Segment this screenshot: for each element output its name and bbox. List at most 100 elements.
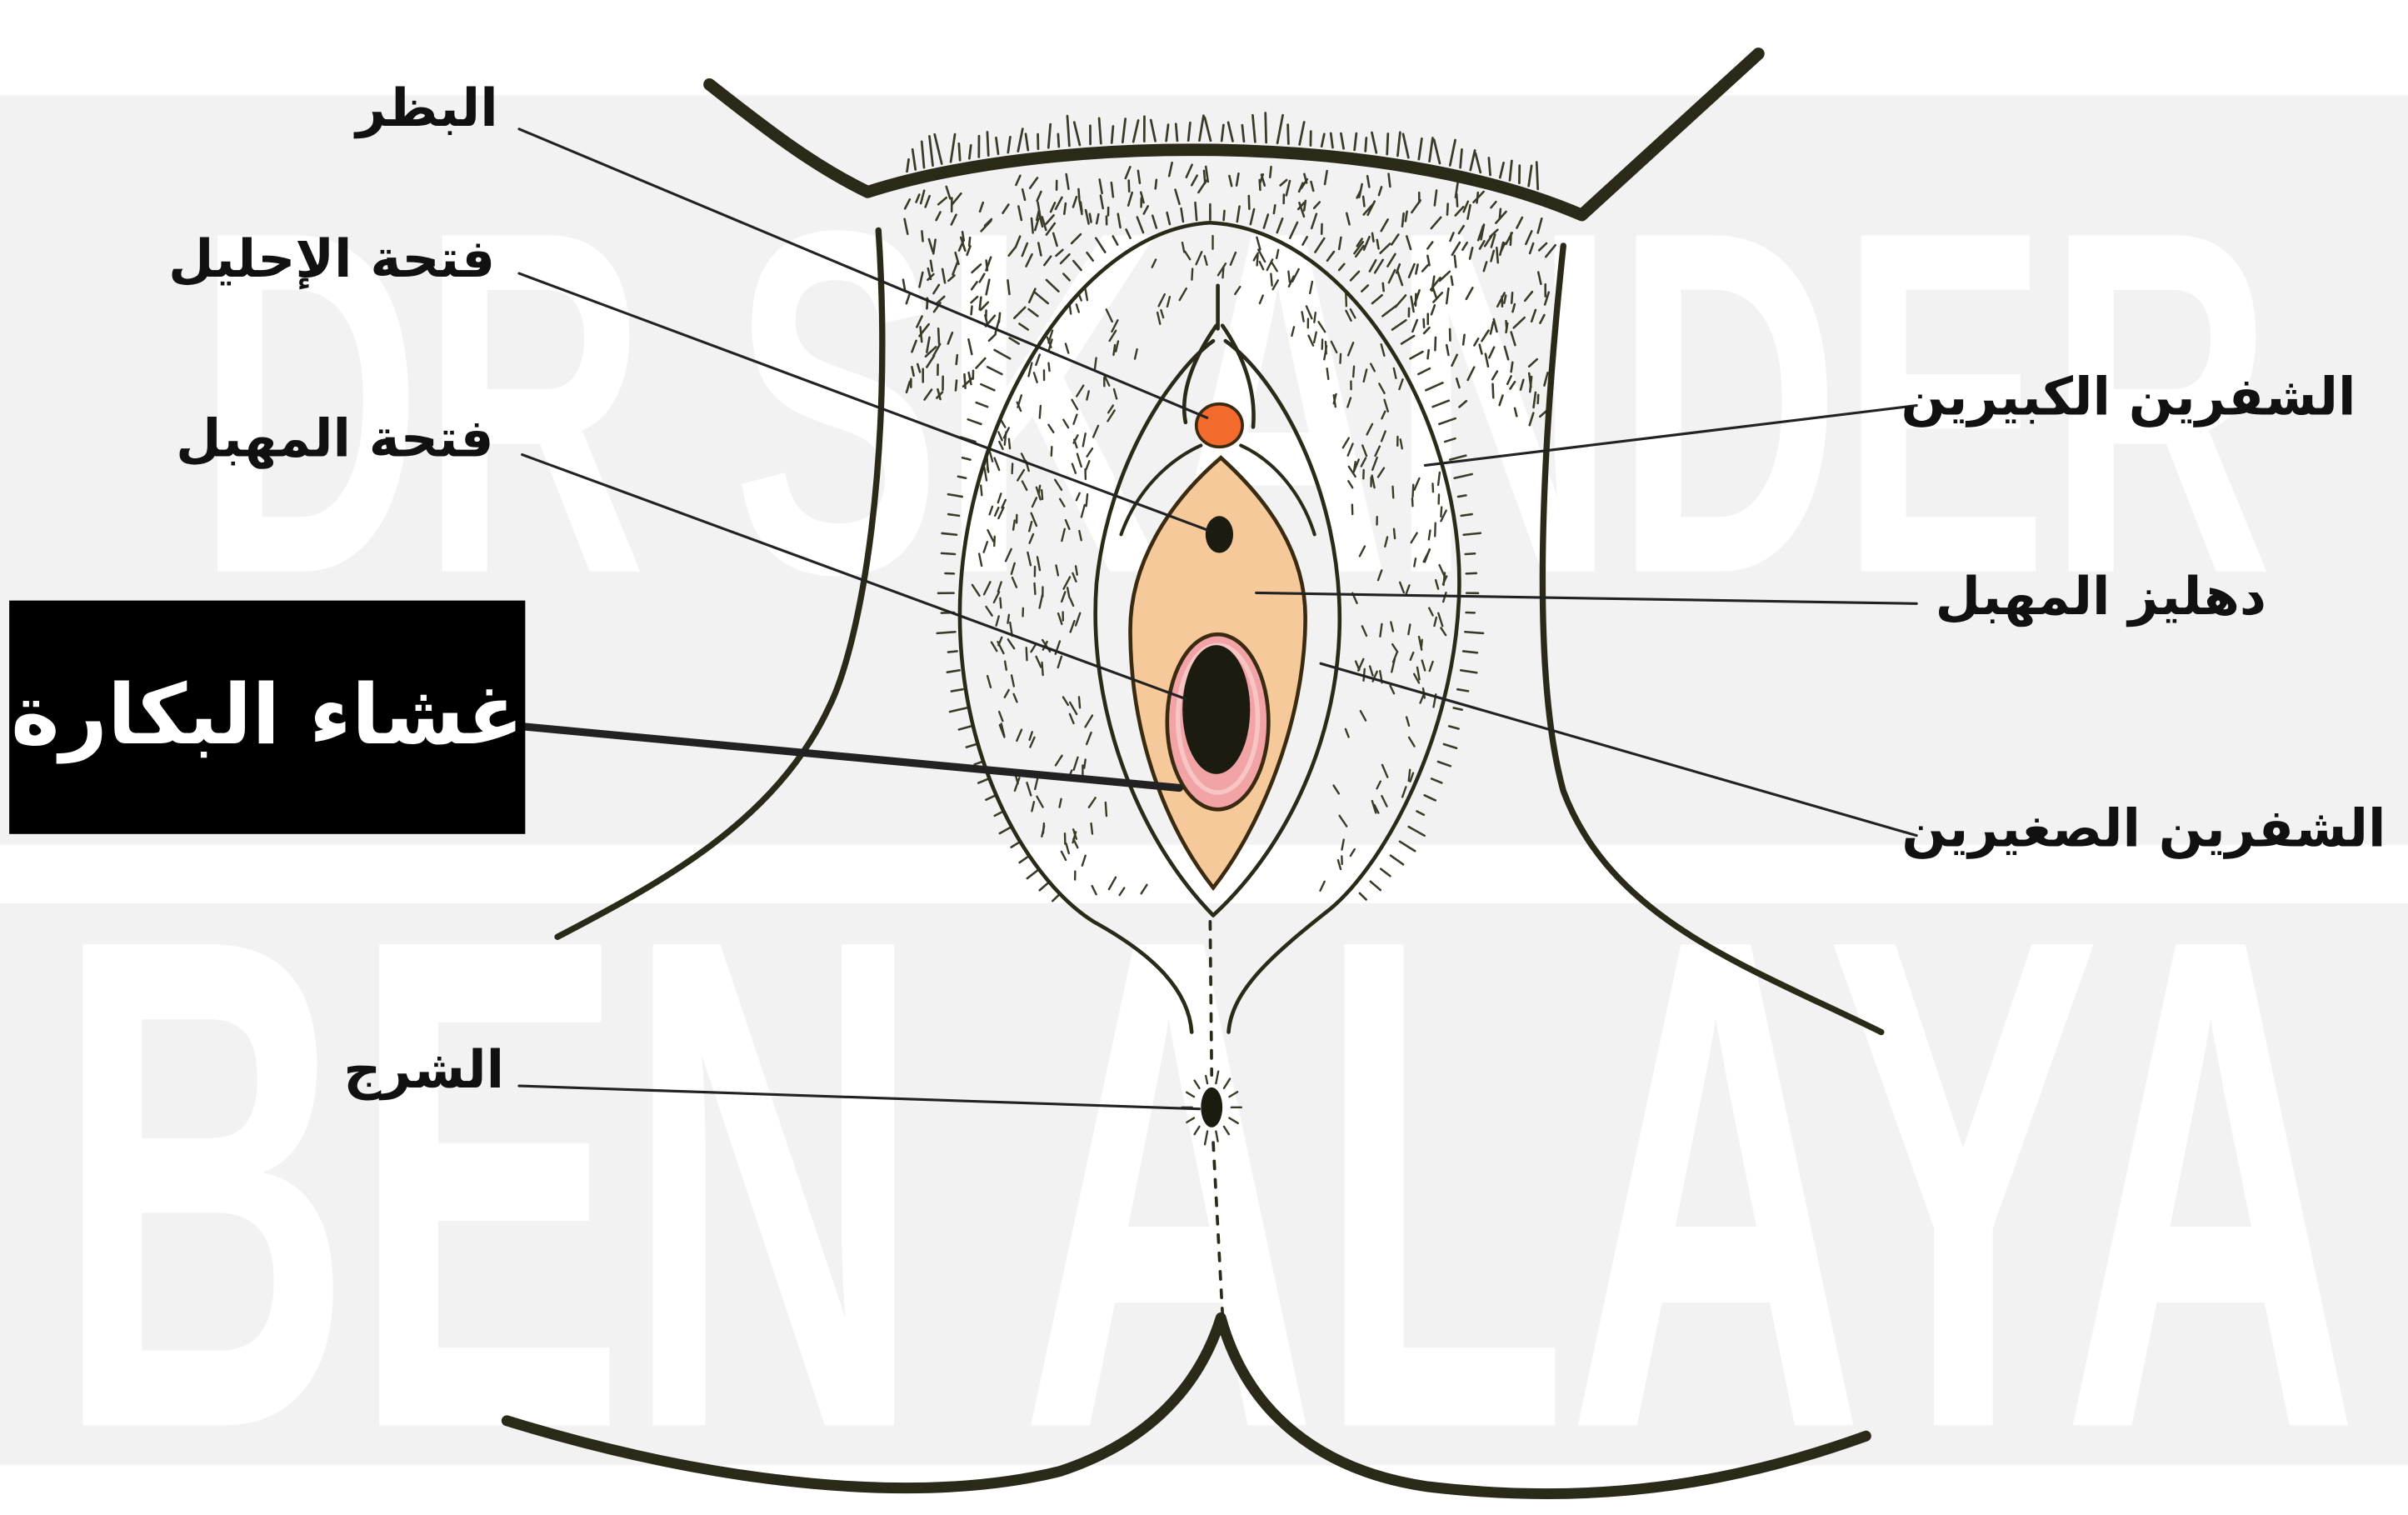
clitoral-hood-right	[1220, 323, 1256, 429]
hair-stroke	[1391, 652, 1398, 663]
hair-stroke	[940, 552, 957, 556]
label-anus: الشرج	[343, 1039, 504, 1100]
hair-stroke	[1298, 201, 1306, 218]
hair-stroke	[1337, 262, 1346, 272]
hair-stroke	[1094, 237, 1107, 253]
hair-stroke	[1510, 331, 1516, 347]
hair-stroke	[1431, 482, 1435, 493]
hair-stroke	[1544, 243, 1556, 258]
hair-stroke	[1492, 318, 1498, 333]
hair-stroke	[1247, 194, 1251, 210]
hair-stroke	[1380, 430, 1386, 442]
hair-stroke	[1049, 201, 1057, 213]
hair-stroke	[1413, 477, 1421, 491]
hair-stroke	[1509, 380, 1516, 390]
hair-stroke	[927, 272, 935, 282]
hair-stroke	[1072, 121, 1082, 147]
hair-stroke	[1226, 121, 1234, 142]
hair-stroke	[1451, 353, 1459, 368]
hair-stroke	[1010, 674, 1016, 688]
hair-stroke	[1498, 208, 1502, 220]
hair-stroke	[979, 301, 990, 312]
hair-stroke	[1001, 498, 1007, 509]
hair-stroke	[1426, 348, 1430, 360]
hair-stroke	[1065, 842, 1071, 855]
hair-stroke	[1361, 444, 1368, 458]
hair-stroke	[980, 382, 996, 392]
hair-stroke	[1381, 795, 1388, 808]
hair-stroke	[1422, 318, 1426, 329]
hair-stroke	[1396, 270, 1404, 287]
hair-stroke	[941, 268, 947, 284]
hair-stroke	[1347, 465, 1356, 478]
hair-stroke	[1405, 716, 1411, 728]
hair-stroke	[1438, 270, 1451, 282]
hair-stroke	[1077, 696, 1082, 709]
hair-stroke	[1389, 854, 1405, 866]
hair-stroke	[1071, 462, 1077, 474]
label-labia-majora: الشفرين الكبيرين	[1901, 367, 2356, 428]
hair-stroke	[997, 710, 1004, 722]
hair-stroke	[1511, 302, 1516, 313]
perineal-raphe-upper	[1208, 919, 1214, 1077]
hair-stroke	[1490, 249, 1496, 262]
hair-stroke	[1301, 311, 1305, 322]
vaginal-opening	[1182, 645, 1251, 774]
hair-stroke	[1411, 318, 1419, 333]
hair-stroke	[1185, 163, 1193, 178]
hair-stroke	[1345, 309, 1352, 322]
hair-stroke	[1011, 462, 1014, 475]
hair-stroke	[1371, 293, 1383, 305]
hair-stroke	[1258, 294, 1264, 305]
hair-stroke	[1381, 410, 1386, 420]
hair-stroke	[971, 263, 982, 274]
hair-stroke	[1045, 214, 1055, 226]
labia-majora-left-edge	[957, 220, 1212, 1034]
hair-stroke	[1221, 266, 1225, 279]
hair-stroke	[937, 196, 948, 206]
hair-stroke	[1442, 572, 1446, 587]
hair-stroke	[1060, 850, 1067, 862]
labia-minora-right-edge	[1211, 338, 1342, 918]
hair-stroke	[1407, 262, 1416, 278]
hair-stroke	[947, 512, 961, 518]
hair-stroke	[1251, 113, 1256, 143]
hair-stroke	[1536, 271, 1542, 286]
hair-stroke	[1371, 474, 1376, 489]
hair-stroke	[1042, 822, 1046, 834]
hair-stroke	[1407, 623, 1411, 636]
hair-stroke	[1491, 370, 1499, 381]
hair-stroke	[1362, 235, 1371, 251]
hair-stroke	[1000, 722, 1006, 738]
hair-stroke	[1458, 399, 1468, 408]
hair-stroke	[1377, 186, 1383, 197]
hair-stroke	[984, 313, 989, 326]
hair-stroke	[1310, 212, 1318, 230]
hair-stroke	[1410, 295, 1415, 313]
hair-stroke	[1007, 136, 1012, 154]
hair-stroke	[1174, 122, 1179, 142]
hair-stroke	[1007, 638, 1016, 650]
hair-stroke	[1451, 241, 1461, 257]
hair-stroke	[1008, 337, 1021, 345]
hair-stroke	[1428, 660, 1434, 672]
hair-stroke	[1276, 217, 1284, 234]
hair-stroke	[1519, 378, 1525, 391]
hair-stroke	[911, 339, 917, 353]
hair-stroke	[927, 238, 934, 253]
hair-stroke	[1326, 367, 1330, 381]
hair-stroke	[993, 457, 1001, 472]
hair-stroke	[1358, 892, 1367, 901]
hair-stroke	[936, 391, 944, 399]
hair-stroke	[1433, 522, 1436, 538]
hair-stroke	[1052, 232, 1058, 248]
hair-stroke	[906, 158, 910, 173]
hair-stroke	[975, 357, 987, 369]
hair-stroke	[1353, 132, 1358, 152]
hair-stroke	[1409, 772, 1415, 782]
hair-stroke	[1016, 728, 1023, 742]
hair-stroke	[1461, 333, 1466, 346]
hair-stroke	[1124, 166, 1132, 180]
hair-stroke	[1007, 613, 1011, 624]
